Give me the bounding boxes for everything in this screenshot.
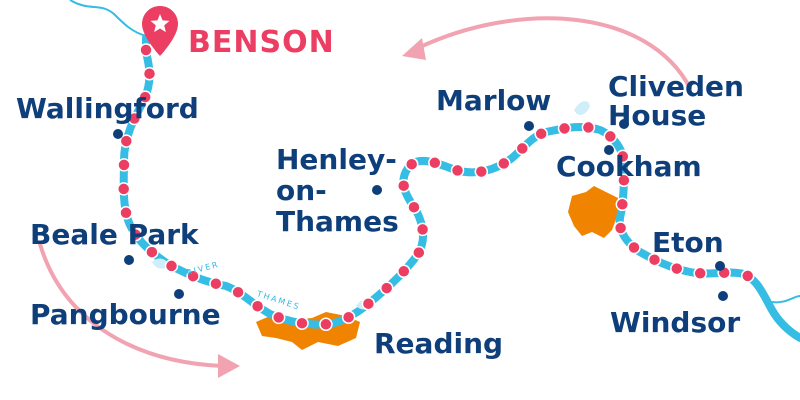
route-dot xyxy=(295,316,309,330)
stop-marker-cookham xyxy=(604,145,614,155)
route-dot xyxy=(119,206,133,220)
route-dot xyxy=(116,182,131,196)
direction-arrow-top xyxy=(416,16,692,90)
route-dot xyxy=(404,157,419,171)
route-dot xyxy=(534,127,548,141)
route-dot xyxy=(396,178,411,193)
route-dot xyxy=(603,129,618,144)
route-dot xyxy=(450,163,465,178)
stop-marker-wallingford xyxy=(113,129,123,139)
route-dot xyxy=(164,259,179,273)
route-dot xyxy=(397,264,411,279)
route-dot xyxy=(341,310,356,324)
stop-marker-windsor xyxy=(718,291,728,301)
route-dot xyxy=(186,269,200,283)
stop-label-wallingford: Wallingford xyxy=(16,92,199,125)
direction-arrow-top-head xyxy=(402,38,426,60)
route-dot xyxy=(117,158,131,172)
cookham-town-area xyxy=(568,186,618,238)
route-dot xyxy=(740,269,755,283)
route-dot xyxy=(319,317,333,332)
route-dot xyxy=(497,156,511,171)
stop-label-reading: Reading xyxy=(374,327,504,360)
stop-label-cliveden: Cliveden House xyxy=(608,70,744,132)
stop-label-marlow: Marlow xyxy=(436,84,552,117)
route-dot xyxy=(670,261,684,276)
river-downstream-tail xyxy=(771,295,800,304)
route-dot xyxy=(250,299,265,313)
start-label: BENSON xyxy=(188,25,335,60)
route-dot xyxy=(361,296,376,311)
stop-label-pangbourne: Pangbourne xyxy=(30,298,221,331)
route-dot xyxy=(231,285,245,299)
route-dot xyxy=(119,134,134,148)
route-dot xyxy=(627,240,641,255)
direction-arrow-bottom-head xyxy=(218,354,240,378)
route-dot xyxy=(379,281,394,295)
route-dot xyxy=(616,149,630,164)
route-dot xyxy=(142,66,157,81)
route-dot xyxy=(581,120,596,135)
stop-marker-henley xyxy=(372,185,382,195)
route-dot xyxy=(407,200,421,214)
route-dot xyxy=(693,266,707,281)
route-dot xyxy=(128,227,143,242)
route-dot xyxy=(138,90,152,104)
stop-label-windsor: Windsor xyxy=(610,306,741,339)
stop-marker-cliveden xyxy=(619,119,629,129)
stop-label-beale-park: Beale Park xyxy=(30,218,199,251)
route-dot xyxy=(428,156,442,170)
route-dot xyxy=(127,111,142,126)
route-dot xyxy=(613,221,628,235)
route-dot xyxy=(615,197,630,212)
route-dot xyxy=(139,43,153,57)
route-dot xyxy=(271,310,286,325)
stop-marker-marlow xyxy=(524,121,534,131)
stop-marker-eton xyxy=(715,261,725,271)
stop-label-cookham: Cookham xyxy=(556,150,702,183)
star-pin-icon xyxy=(142,6,178,56)
route-dot xyxy=(515,141,530,156)
route-dot xyxy=(557,121,572,136)
route-dot xyxy=(145,245,159,259)
route-dot xyxy=(617,173,631,188)
river-island xyxy=(574,101,590,115)
river-upstream xyxy=(69,0,147,37)
stop-label-henley: Henley- on- Thames xyxy=(276,143,399,238)
route-dot xyxy=(415,222,430,237)
stop-label-eton: Eton xyxy=(652,226,724,259)
direction-arrow-bottom xyxy=(38,242,224,368)
route-dot xyxy=(647,252,662,267)
route-dot xyxy=(209,276,223,291)
route-dots xyxy=(116,43,755,332)
route-dot xyxy=(474,164,489,179)
stop-marker-beale-park xyxy=(124,255,134,265)
route-dot xyxy=(412,245,426,260)
stop-marker-pangbourne xyxy=(174,289,184,299)
